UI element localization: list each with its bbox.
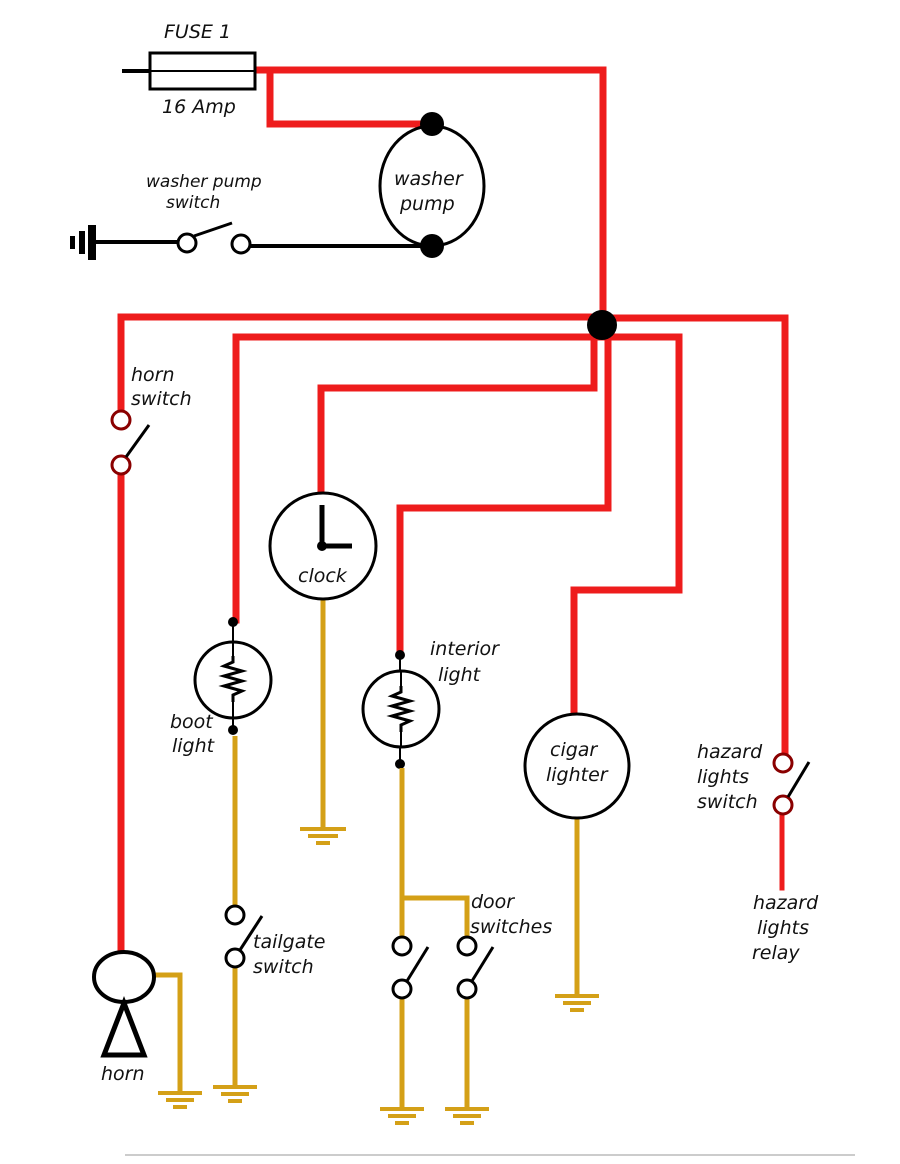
interior-light-feed-wire	[396, 326, 612, 659]
junction-node	[587, 310, 617, 340]
tailgate-switch: tailgate switch	[224, 736, 326, 1086]
hazard-switch-lever	[786, 761, 811, 798]
washer-pump: washer pump	[378, 112, 486, 258]
hazard-relay-label-1: hazard	[753, 892, 819, 914]
boot-light: boot light	[170, 617, 273, 757]
interior-light-terminal-top	[395, 650, 405, 660]
earth-symbols	[158, 827, 599, 1125]
earth-symbol-door-2	[445, 1107, 489, 1125]
interior-light-label-2: light	[438, 664, 482, 686]
clock-label: clock	[298, 565, 348, 587]
cigar-lighter-label-2: lighter	[546, 764, 609, 786]
horn-earth-wire	[150, 972, 183, 1092]
clock: clock	[268, 491, 378, 828]
horn-switch-terminal-bottom	[110, 454, 132, 476]
tailgate-switch-label-1: tailgate	[253, 931, 326, 953]
supply-wires	[117, 66, 789, 954]
horn-switch-lever	[124, 424, 151, 458]
horn-switch: horn switch	[110, 364, 192, 476]
door-switch-1-lever	[405, 946, 430, 982]
cigar-lighter-body	[523, 712, 631, 820]
door-switches: door switches	[391, 768, 552, 1108]
horn-switch-label-1: horn	[131, 364, 175, 386]
horn-switch-label-2: switch	[131, 388, 192, 410]
washer-pump-switch: washer pump switch	[70, 172, 432, 260]
tailgate-switch-terminal-bottom	[224, 947, 246, 969]
washer-earth-symbol	[88, 225, 96, 260]
boot-light-label-1: boot	[170, 711, 214, 733]
door-switch-2-lever	[470, 946, 495, 982]
door-switch-2-terminal-top	[456, 935, 478, 957]
clock-feed-wire	[317, 326, 598, 496]
hazard-switch-terminal-top	[772, 752, 794, 774]
cigar-lighter-label-1: cigar	[550, 739, 598, 761]
door-switch-1-terminal-bottom	[391, 978, 413, 1000]
washer-switch-label-1: washer pump	[146, 172, 262, 192]
cigar-lighter: cigar lighter	[523, 712, 631, 995]
clock-center	[317, 541, 327, 551]
horn-bell	[100, 996, 148, 1058]
fuse-to-washer-pump-wire	[266, 66, 436, 128]
interior-light-label-1: interior	[430, 638, 500, 660]
hazard-lights-relay: hazard lights relay	[752, 892, 819, 964]
hazard-relay-label-2: lights	[757, 917, 809, 939]
door-switches-label-2: switches	[470, 916, 552, 938]
boot-light-terminal-top	[228, 617, 238, 627]
earth-symbol-horn	[158, 1091, 202, 1109]
boot-light-terminal-bottom	[228, 725, 238, 735]
earth-symbol-tailgate	[213, 1085, 257, 1103]
horn-feed-wire	[117, 313, 607, 414]
horn-switch-terminal-top	[110, 409, 132, 431]
horn: horn	[92, 950, 183, 1092]
washer-pump-label-2: pump	[399, 193, 455, 215]
earth-symbol-door-1	[380, 1107, 424, 1125]
hazard-lights-switch: hazard lights switch	[697, 741, 811, 816]
hazard-feed-wire	[599, 314, 789, 759]
interior-light-filament	[386, 686, 416, 732]
washer-pump-label-1: washer	[394, 168, 464, 190]
cigar-lighter-feed-wire	[570, 333, 683, 719]
interior-light-terminal-bottom	[395, 759, 405, 769]
washer-switch-terminal-1	[176, 232, 198, 254]
washer-switch-lever	[193, 221, 233, 238]
horn-label: horn	[101, 1063, 145, 1085]
fuse-to-junction-wire	[251, 66, 607, 329]
fuse-name-label: FUSE 1	[164, 21, 231, 43]
hazard-switch-label-2: lights	[697, 766, 749, 788]
hazard-switch-label-3: switch	[697, 791, 758, 813]
boot-light-label-2: light	[172, 735, 216, 757]
interior-light: interior light	[361, 638, 500, 769]
door-switches-label-1: door	[471, 891, 515, 913]
washer-earth-symbol-2	[79, 231, 85, 254]
hazard-switch-terminal-bottom	[772, 794, 794, 816]
tailgate-switch-terminal-top	[224, 904, 246, 926]
door-switch-branch-wire	[402, 895, 470, 938]
boot-light-filament	[218, 656, 248, 702]
washer-pump-terminal-top	[420, 112, 444, 136]
hazard-relay-label-3: relay	[752, 942, 800, 964]
washer-earth-symbol-3	[70, 236, 75, 249]
door-switch-2-terminal-bottom	[456, 978, 478, 1000]
washer-switch-terminal-2	[230, 233, 252, 255]
boot-light-feed-wire	[232, 333, 607, 624]
fuse-rating-label: 16 Amp	[162, 96, 236, 118]
tailgate-switch-lever	[238, 915, 264, 951]
horn-body	[92, 950, 156, 1004]
earth-symbol-cigar-lighter	[555, 994, 599, 1012]
tailgate-switch-label-2: switch	[253, 956, 314, 978]
fuse-1: FUSE 1 16 Amp	[122, 21, 257, 118]
washer-switch-label-2: switch	[166, 193, 220, 213]
earth-symbol-clock	[300, 827, 346, 845]
hazard-switch-label-1: hazard	[697, 741, 763, 763]
door-switch-1-terminal-top	[391, 935, 413, 957]
